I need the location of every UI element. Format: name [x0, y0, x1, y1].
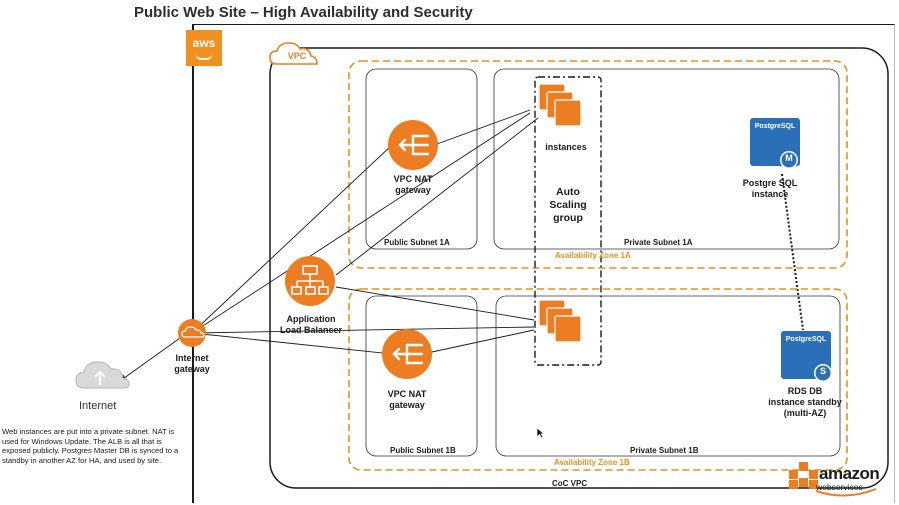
amazon-logo-sub: webservices: [816, 482, 863, 492]
public-subnet-1b-label: Public Subnet 1B: [390, 446, 456, 455]
internet-gateway-icon: [178, 319, 206, 347]
aws-logo-icon: aws: [186, 30, 222, 66]
description-note: Web instances are put into a private sub…: [2, 427, 179, 465]
mouse-cursor-icon: [536, 427, 545, 439]
postgresql-standby-letter: S: [819, 366, 826, 376]
postgresql-master-icon: [750, 118, 800, 169]
vpc-container: [269, 47, 889, 489]
public-subnet-1a: [365, 68, 478, 250]
availability-zone-1a: [348, 60, 848, 269]
instances-1b-icon: [538, 299, 582, 343]
private-subnet-1a: [493, 68, 840, 250]
instances-label: instances: [545, 142, 587, 152]
vpc-cloud-icon: [269, 42, 318, 65]
amazon-logo-word: amazon: [819, 464, 880, 483]
aws-cloud-panel: [192, 24, 895, 503]
private-subnet-1a-label: Private Subnet 1A: [624, 238, 693, 247]
public-subnet-1b: [365, 295, 478, 457]
instances-1a-icon: [538, 83, 582, 127]
internet-label: Internet: [79, 400, 117, 412]
postgresql-master-letter: M: [785, 153, 793, 163]
nat-gateway-1a-icon: [388, 120, 438, 170]
page-title: Public Web Site – High Availability and …: [134, 4, 473, 21]
auto-scaling-group-border: [534, 76, 602, 366]
private-subnet-1b-label: Private Subnet 1B: [630, 446, 699, 455]
public-subnet-1a-label: Public Subnet 1A: [384, 238, 450, 247]
load-balancer-icon: [285, 256, 335, 306]
nat-gateway-1b-icon: [382, 329, 432, 379]
availability-zone-1a-label: Availability Zone 1A: [555, 251, 631, 260]
private-subnet-1b: [495, 295, 841, 457]
aws-badge-label: aws: [192, 36, 216, 50]
vpc-name-label: CoC VPC: [552, 479, 588, 488]
postgresql-standby-icon: [781, 331, 832, 382]
postgresql-master-badge: PostgreSQL: [754, 123, 796, 130]
vpc-badge-label: VPC: [287, 51, 307, 61]
internet-cloud-icon: [75, 361, 130, 389]
availability-zone-1b-label: Availability Zone 1B: [554, 458, 630, 467]
amazon-logo-cubes-icon: [789, 462, 818, 489]
postgresql-standby-badge: PostgreSQL: [785, 336, 827, 343]
availability-zone-1b: [348, 288, 848, 471]
